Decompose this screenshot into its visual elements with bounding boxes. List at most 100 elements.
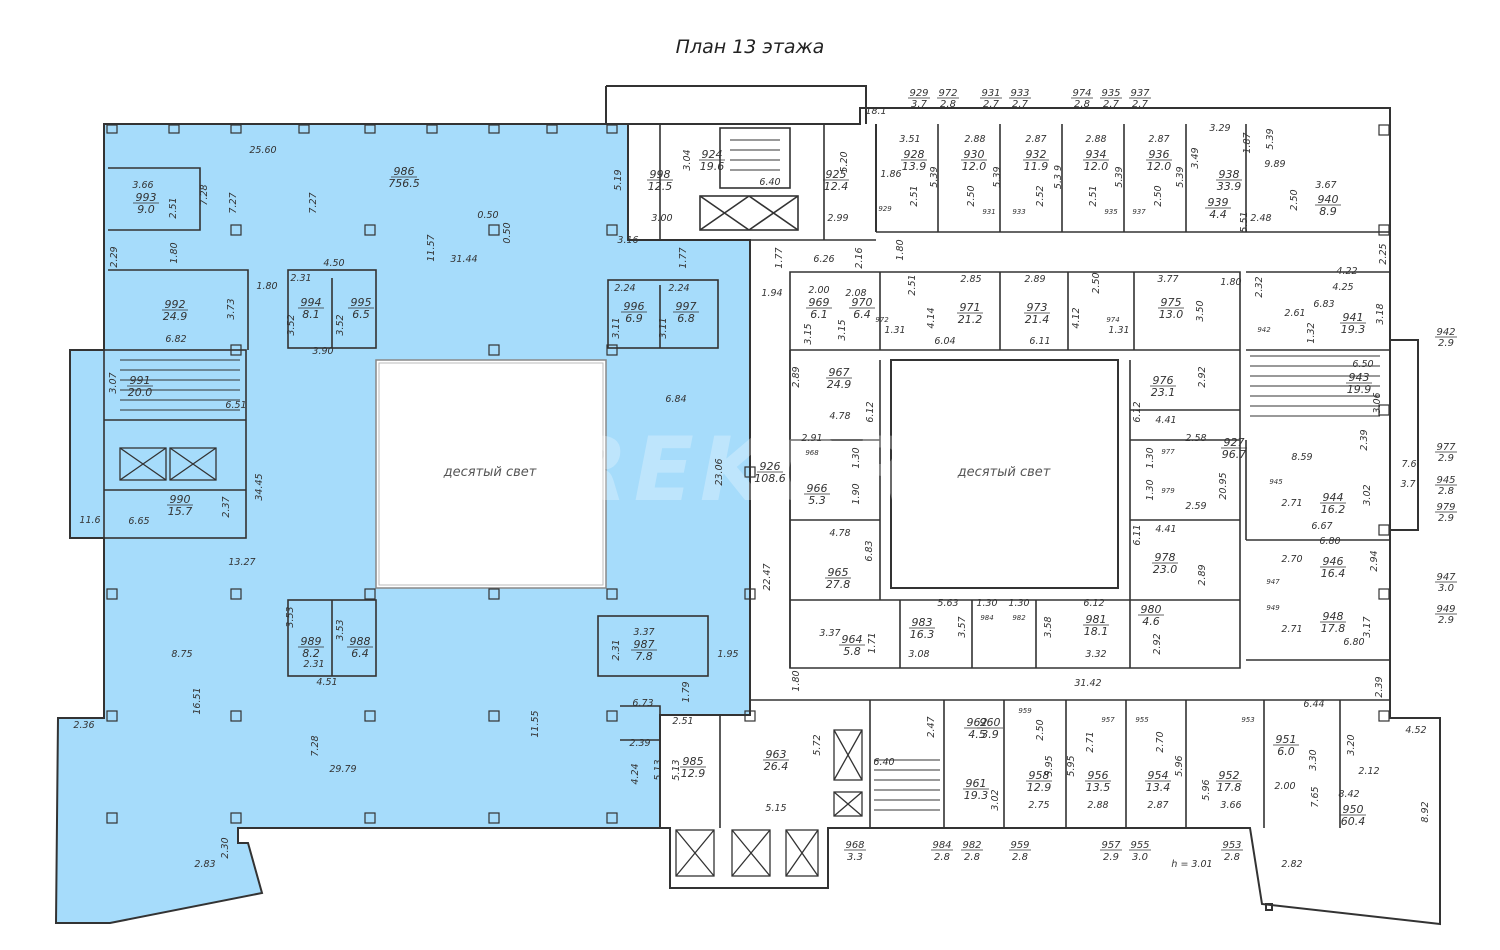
column	[488, 224, 500, 236]
dimension-label: 3.53	[335, 619, 346, 640]
dimension-label: 1.80	[169, 242, 180, 263]
room-number: 927	[1224, 436, 1245, 449]
small-room-id: 968	[805, 449, 819, 457]
room-number: 983	[912, 616, 933, 629]
dimension-label: 3.67	[1315, 180, 1336, 191]
room-number: 996	[624, 300, 645, 313]
dimension-label: 5.39	[1114, 166, 1125, 187]
dimension-label: 5.13	[671, 759, 682, 780]
dimension-label: 3.66	[1220, 800, 1241, 811]
dimension-label: 4.78	[829, 528, 850, 539]
room-number: 994	[301, 296, 322, 309]
room-area: 108.6	[754, 472, 786, 485]
room-number: 938	[1219, 168, 1240, 181]
dimension-label: 5.51	[1239, 211, 1250, 232]
dimension-label: 2.87	[1025, 134, 1046, 145]
room-area: 3.9	[981, 728, 999, 741]
dimension-label: 6.83	[864, 540, 875, 561]
dimension-label: 3.15	[837, 319, 848, 340]
room-area: 8.2	[302, 647, 320, 660]
stair-icons	[120, 139, 1380, 811]
room-area: 3.0	[1438, 583, 1454, 594]
dimension-label: 3.06	[1372, 392, 1383, 413]
column	[106, 812, 118, 824]
dimension-label: 1.71	[867, 632, 878, 653]
small-room-id: 974	[1106, 316, 1119, 324]
dimension-label: 6.67	[1311, 521, 1332, 532]
room-number: 929	[909, 88, 928, 99]
elevator-shafts	[119, 447, 863, 877]
room-number: 930	[964, 148, 985, 161]
column	[364, 710, 376, 722]
dimension-label: 2.29	[109, 246, 120, 267]
dimension-label: 2.31	[303, 659, 324, 670]
dimension-label: 2.88	[1085, 134, 1106, 145]
room-area: 5.3	[808, 494, 826, 507]
watermark: REKORB	[560, 418, 996, 521]
room-number: 936	[1149, 148, 1170, 161]
dimension-label: 3.37	[819, 628, 840, 639]
small-room-id: 949	[1266, 604, 1280, 612]
column	[364, 224, 376, 236]
dimension-label: 11.6	[79, 515, 100, 526]
